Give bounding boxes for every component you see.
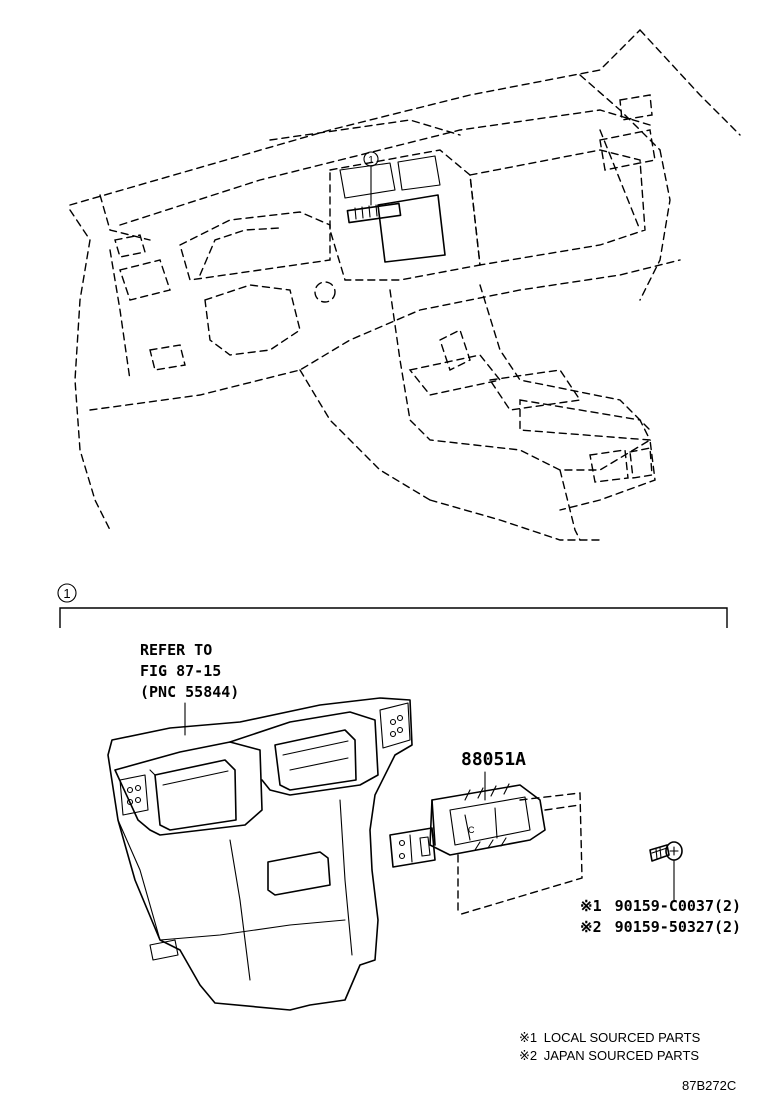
overview-callout-circle [363,151,379,167]
fastener-1-part: 90159-C0037(2) [615,897,741,915]
refer-to-line3: (PNC 55844) [140,683,239,701]
legend-item-1: ※1 LOCAL SOURCED PARTS [519,1030,701,1045]
legend-1-text: LOCAL SOURCED PARTS [544,1030,701,1045]
fastener-2-mark: ※2 [580,918,602,936]
section-header: 1 [57,583,728,628]
fastener-2-part: 90159-50327(2) [615,918,741,936]
section-bracket [59,607,728,628]
fastener-2-label: ※2 90159-50327(2) [580,918,741,936]
part-number-88051a: 88051A [461,749,526,770]
refer-to-line1: REFER TO [140,641,212,659]
fastener-1-mark: ※1 [580,897,602,915]
center-cluster-panel-illustration [107,697,413,1011]
overview-callout-number: 1 [368,155,374,166]
legend-2-mark: ※2 [519,1048,537,1063]
fastener-1-label: ※1 90159-C0037(2) [580,897,741,915]
svg-text:C: C [468,825,475,835]
legend-2-text: JAPAN SOURCED PARTS [544,1048,700,1063]
refer-to-line2: FIG 87-15 [140,662,221,680]
screw-illustration [649,841,683,901]
legend-item-2: ※2 JAPAN SOURCED PARTS [519,1048,699,1063]
fastener-part-numbers: ※1 90159-C0037(2) ※2 90159-50327(2) [580,897,741,936]
sourcing-legend: ※1 LOCAL SOURCED PARTS ※2 JAPAN SOURCED … [519,1030,701,1063]
figure-code: 87B272C [682,1078,736,1093]
section-callout-number: 1 [63,586,70,601]
legend-1-mark: ※1 [519,1030,537,1045]
section-callout-circle [57,583,77,603]
switch-88051a-illustration: 88051A C [389,749,583,916]
dashboard-overview-illustration: 1 [69,29,741,541]
refer-to-label: REFER TO FIG 87-15 (PNC 55844) [140,641,239,736]
